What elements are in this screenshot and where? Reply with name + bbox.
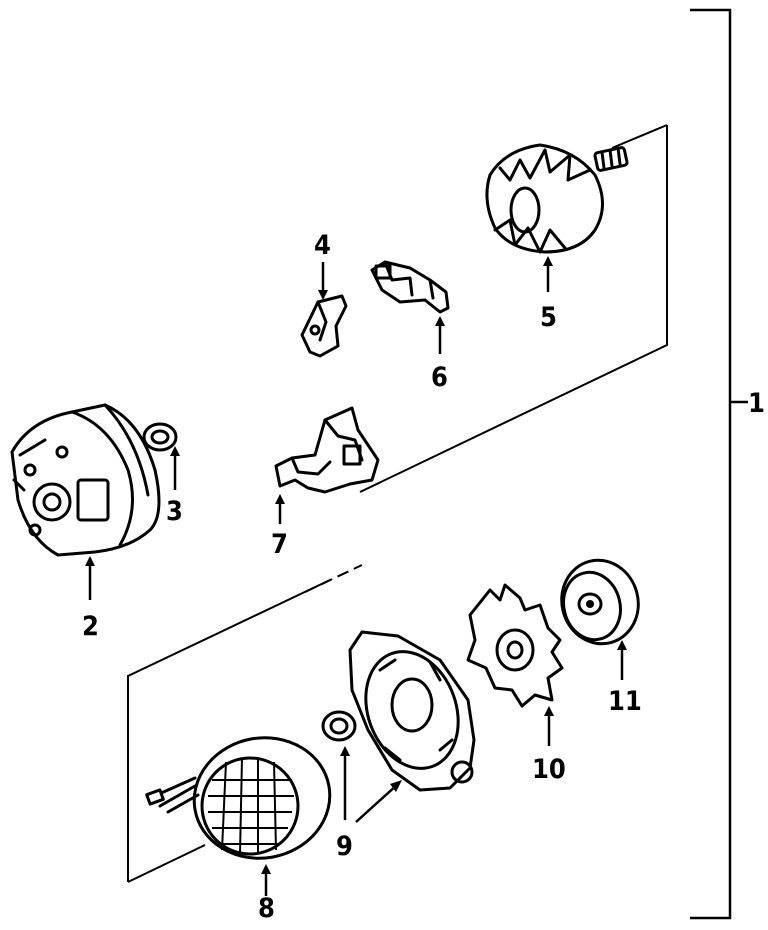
- end-frame-bearing: [321, 710, 402, 823]
- cooling-fan: [466, 583, 564, 746]
- callout-1: 1: [748, 388, 765, 419]
- pulley: [560, 558, 640, 680]
- drive-end-housing: [10, 403, 161, 600]
- assembly-bracket: [690, 8, 748, 920]
- brush-holder-clip: [300, 262, 348, 358]
- callout-4: 4: [314, 230, 331, 261]
- stator: [145, 736, 332, 896]
- slip-ring-end-frame: [348, 630, 476, 792]
- callout-5: 5: [540, 302, 557, 333]
- brush-assembly: [370, 260, 450, 354]
- callout-10: 10: [532, 754, 566, 785]
- bearing: [142, 422, 180, 490]
- sub-assembly-outline: [127, 124, 668, 883]
- rotor: [485, 143, 629, 292]
- callout-3: 3: [166, 496, 183, 527]
- callout-8: 8: [258, 893, 275, 924]
- callout-2: 2: [82, 611, 99, 642]
- callout-7: 7: [271, 529, 288, 560]
- voltage-regulator: [274, 406, 380, 524]
- callout-6: 6: [431, 362, 448, 393]
- callout-9: 9: [336, 831, 353, 862]
- callout-11: 11: [608, 686, 642, 717]
